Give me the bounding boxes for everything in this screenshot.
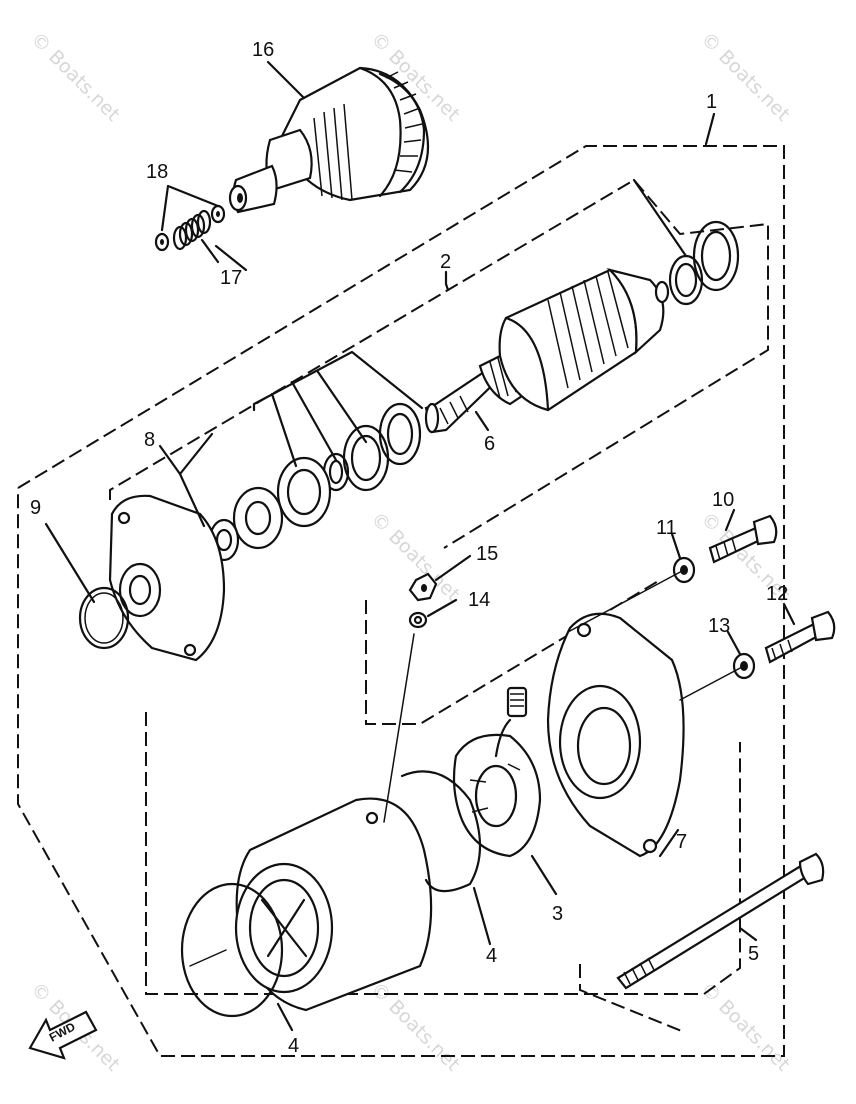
label-part-13: 13 — [708, 615, 730, 637]
label-part-17: 17 — [220, 267, 242, 289]
label-part-8: 8 — [144, 429, 155, 451]
nut-and-washer — [408, 572, 438, 629]
yoke-group-bracket — [145, 712, 741, 995]
watermark: © Boats.net — [26, 28, 124, 126]
leader-lines — [44, 60, 796, 1032]
yoke-housing — [234, 797, 433, 1012]
label-part-4-rear: 4 — [486, 945, 497, 967]
armature — [424, 267, 670, 434]
rear-cover — [546, 612, 685, 858]
label-part-9: 9 — [30, 497, 41, 519]
assembly-boundary — [17, 145, 785, 1057]
label-part-15: 15 — [476, 543, 498, 565]
o-ring — [78, 586, 130, 650]
label-part-18: 18 — [146, 161, 168, 183]
brush-plate — [452, 686, 542, 858]
label-part-7: 7 — [676, 831, 687, 853]
watermark: © Boats.net — [696, 978, 794, 1076]
label-part-14: 14 — [468, 589, 490, 611]
label-part-6: 6 — [484, 433, 495, 455]
spring-and-washers — [154, 184, 226, 264]
label-part-11: 11 — [656, 517, 677, 539]
label-part-4-front: 4 — [288, 1035, 299, 1057]
gasket-rear — [400, 770, 482, 893]
brush-holder-group-bracket — [365, 579, 661, 725]
armature-group-bracket — [109, 178, 769, 549]
label-part-12: 12 — [766, 583, 788, 605]
left-arrow-icon — [28, 1010, 98, 1060]
o-ring-inner — [84, 592, 124, 644]
label-part-16: 16 — [252, 39, 274, 61]
shaft-washers — [208, 402, 422, 562]
bolt-group-bracket — [579, 964, 685, 1033]
through-bolt — [616, 852, 825, 990]
label-part-1: 1 — [706, 91, 717, 113]
watermark: © Boats.net — [366, 978, 464, 1076]
label-part-5: 5 — [748, 943, 759, 965]
part-labels: 1 2 3 4 4 5 6 7 8 9 10 11 12 13 14 15 16… — [30, 39, 788, 1057]
gasket-front — [180, 882, 284, 1018]
label-part-3: 3 — [552, 903, 563, 925]
label-part-2: 2 — [440, 251, 451, 273]
bolts-and-washers — [672, 514, 836, 680]
label-part-10: 10 — [712, 489, 734, 511]
pinion-clutch-assembly — [228, 66, 430, 214]
front-cover — [108, 494, 226, 662]
